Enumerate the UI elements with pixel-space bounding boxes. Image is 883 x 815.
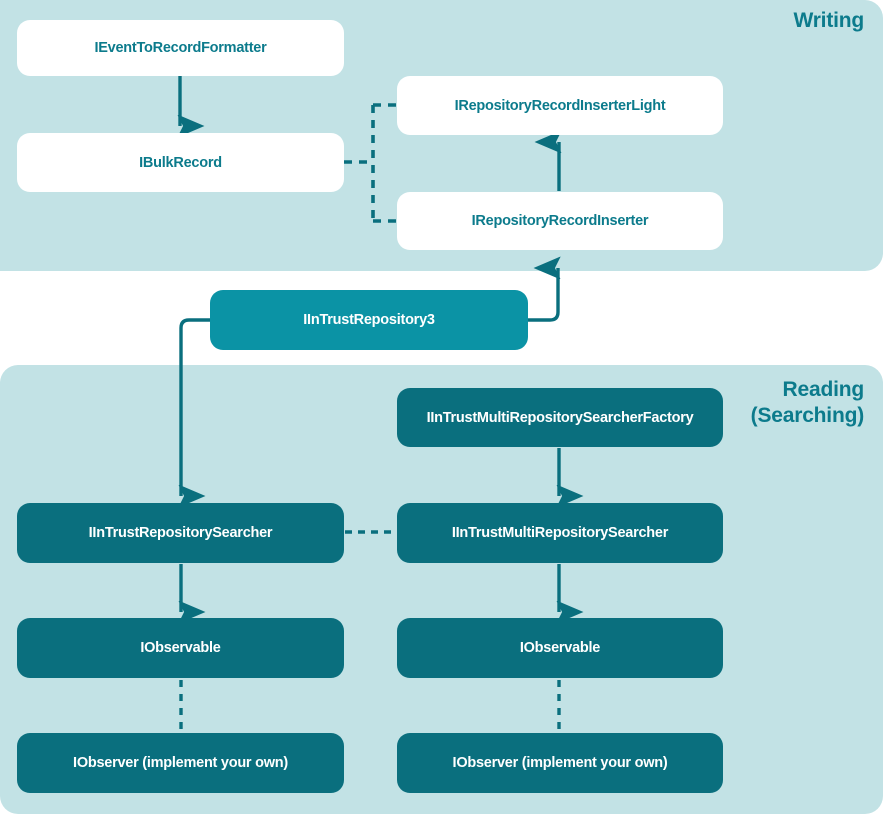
node-observer-left[interactable]: IObserver (implement your own) xyxy=(17,733,344,793)
reading-panel-title-line1: Reading xyxy=(782,378,865,401)
node-observable-right[interactable]: IObservable xyxy=(397,618,723,678)
reading-panel-title: Reading (Searching) xyxy=(564,377,865,429)
writing-panel-title: Writing xyxy=(793,9,864,32)
edge-repository3-to-inserter xyxy=(528,268,558,322)
node-bulk-record[interactable]: IBulkRecord xyxy=(17,133,344,192)
node-repository-searcher[interactable]: IInTrustRepositorySearcher xyxy=(17,503,344,563)
node-multi-repository-searcher[interactable]: IInTrustMultiRepositorySearcher xyxy=(397,503,723,563)
node-event-to-record-formatter[interactable]: IEventToRecordFormatter xyxy=(17,20,344,76)
node-observer-right[interactable]: IObserver (implement your own) xyxy=(397,733,723,793)
node-repository-record-inserter-light[interactable]: IRepositoryRecordInserterLight xyxy=(397,76,723,135)
node-label: IObservable xyxy=(140,640,221,656)
node-label: IRepositoryRecordInserter xyxy=(471,213,649,229)
node-multi-repository-searcher-factory[interactable]: IInTrustMultiRepositorySearcherFactory xyxy=(397,388,723,447)
node-label: IInTrustMultiRepositorySearcher xyxy=(451,525,669,541)
node-label: IObserver (implement your own) xyxy=(452,755,668,771)
node-label: IInTrustRepositorySearcher xyxy=(88,525,273,541)
node-label: IBulkRecord xyxy=(139,154,222,171)
node-label: IObserver (implement your own) xyxy=(73,755,288,771)
node-observable-left[interactable]: IObservable xyxy=(17,618,344,678)
node-intrust-repository3[interactable]: IInTrustRepository3 xyxy=(210,290,528,350)
node-repository-record-inserter[interactable]: IRepositoryRecordInserter xyxy=(397,192,723,250)
node-label: IInTrustRepository3 xyxy=(303,312,435,328)
node-label: IRepositoryRecordInserterLight xyxy=(454,97,666,114)
reading-panel-title-line2: (Searching) xyxy=(750,404,865,427)
node-label: IObservable xyxy=(519,640,601,656)
node-label: IEventToRecordFormatter xyxy=(94,40,267,56)
node-label: IInTrustMultiRepositorySearcherFactory xyxy=(426,409,694,426)
